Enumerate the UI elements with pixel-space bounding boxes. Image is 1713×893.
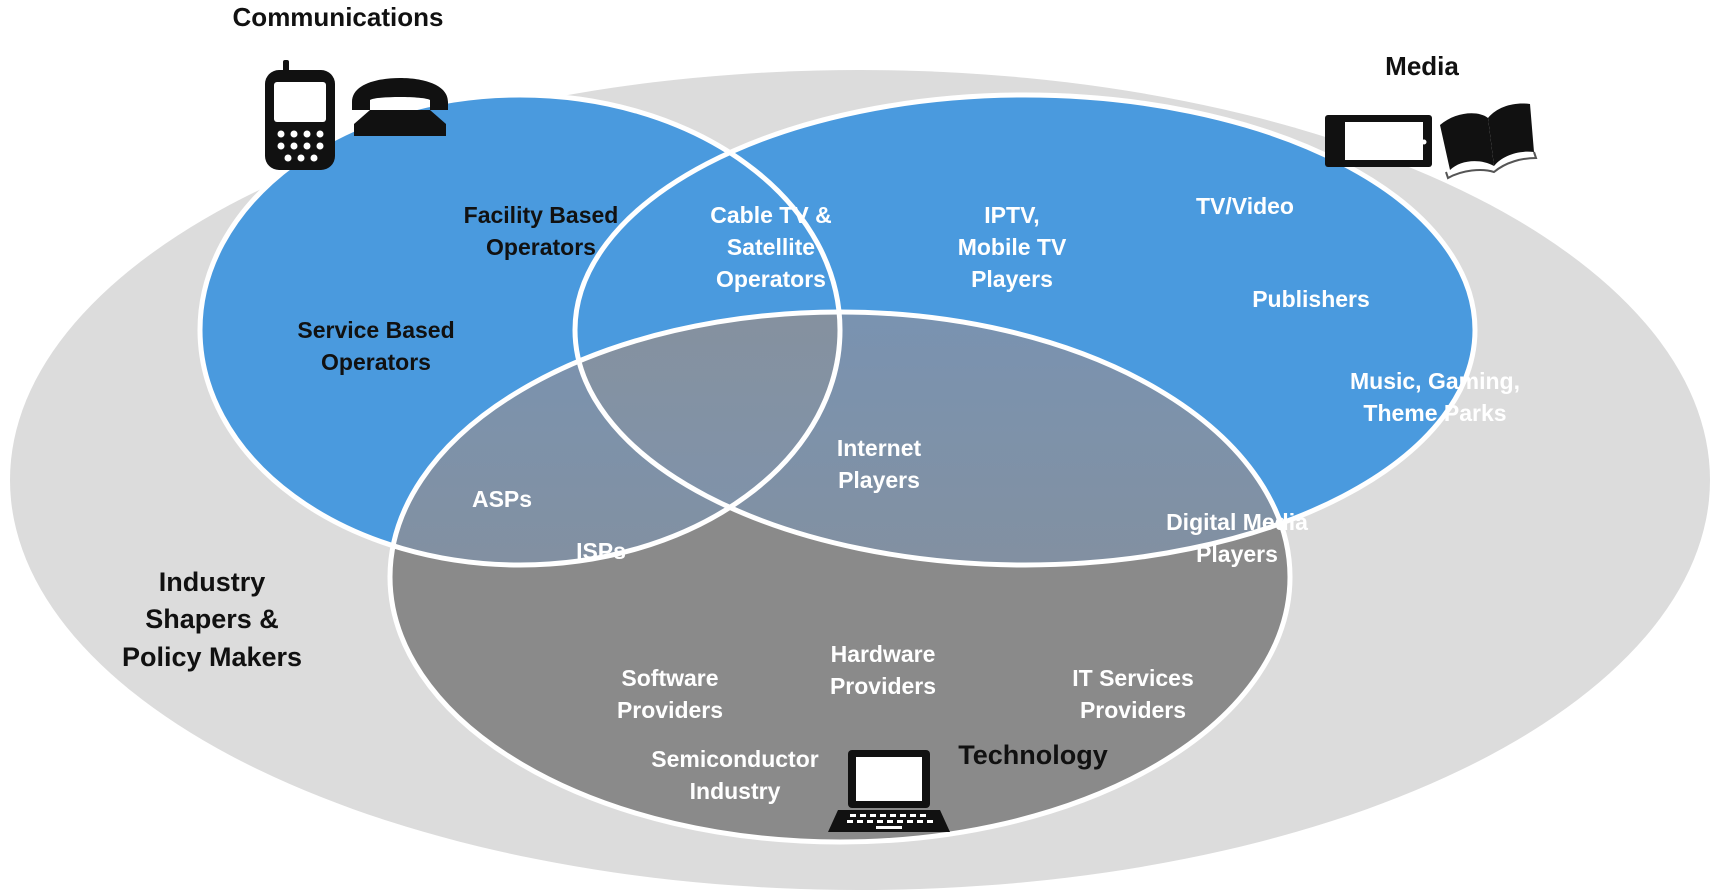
service-based-operators-label: Service Based Operators <box>297 317 454 375</box>
telephone-icon <box>352 78 448 136</box>
svg-text:Facility Based: Facility Based <box>464 202 619 228</box>
semiconductor-industry-label: Semiconductor Industry <box>651 746 818 804</box>
cable-tv-satellite-label: Cable TV & Satellite Operators <box>710 202 831 292</box>
laptop-icon <box>828 750 950 832</box>
svg-text:Providers: Providers <box>1080 697 1186 723</box>
communications-outline <box>197 92 843 568</box>
svg-text:Satellite: Satellite <box>727 234 815 260</box>
svg-text:Players: Players <box>1196 541 1278 567</box>
open-book-icon <box>1440 103 1538 180</box>
software-providers-label: Software Providers <box>617 665 723 723</box>
technology-heading: Technology <box>958 740 1108 770</box>
media-outline <box>572 92 1478 568</box>
svg-text:Players: Players <box>971 266 1053 292</box>
svg-text:Hardware: Hardware <box>831 641 936 667</box>
music-gaming-theme-parks-label: Music, Gaming, Theme Parks <box>1350 368 1520 426</box>
svg-text:Operators: Operators <box>716 266 826 292</box>
svg-text:Semiconductor: Semiconductor <box>651 746 818 772</box>
iptv-mobile-tv-label: IPTV, Mobile TV Players <box>958 202 1067 292</box>
hardware-providers-label: Hardware Providers <box>830 641 936 699</box>
svg-text:Operators: Operators <box>321 349 431 375</box>
svg-text:Industry: Industry <box>159 567 266 597</box>
svg-text:IT Services: IT Services <box>1072 665 1193 691</box>
svg-text:Service Based: Service Based <box>297 317 454 343</box>
technology-outline <box>387 309 1293 845</box>
svg-text:Mobile TV: Mobile TV <box>958 234 1067 260</box>
svg-text:Providers: Providers <box>617 697 723 723</box>
svg-text:Internet: Internet <box>837 435 922 461</box>
svg-text:Software: Software <box>621 665 718 691</box>
svg-text:Industry: Industry <box>690 778 781 804</box>
svg-text:IPTV,: IPTV, <box>984 202 1039 228</box>
digital-media-players-label: Digital Media Players <box>1166 509 1308 567</box>
svg-text:Operators: Operators <box>486 234 596 260</box>
svg-text:Theme Parks: Theme Parks <box>1363 400 1506 426</box>
svg-text:Policy Makers: Policy Makers <box>122 642 302 672</box>
asps-label: ASPs <box>472 486 532 512</box>
svg-text:Digital Media: Digital Media <box>1166 509 1308 535</box>
svg-text:Providers: Providers <box>830 673 936 699</box>
it-services-providers-label: IT Services Providers <box>1072 665 1193 723</box>
publishers-label: Publishers <box>1252 286 1370 312</box>
isps-label: ISPs <box>576 538 626 564</box>
industry-shapers-label: Industry Shapers & Policy Makers <box>122 567 302 672</box>
tv-video-label: TV/Video <box>1196 193 1294 219</box>
internet-players-label: Internet Players <box>837 435 922 493</box>
mobile-phone-icon <box>265 60 335 170</box>
svg-text:Music, Gaming,: Music, Gaming, <box>1350 368 1520 394</box>
communications-heading: Communications <box>233 2 444 32</box>
svg-text:Players: Players <box>838 467 920 493</box>
facility-based-operators-label: Facility Based Operators <box>464 202 619 260</box>
svg-text:Cable TV &: Cable TV & <box>710 202 831 228</box>
tablet-icon <box>1325 115 1432 167</box>
svg-text:Shapers &: Shapers & <box>145 604 279 634</box>
media-heading: Media <box>1385 51 1459 81</box>
